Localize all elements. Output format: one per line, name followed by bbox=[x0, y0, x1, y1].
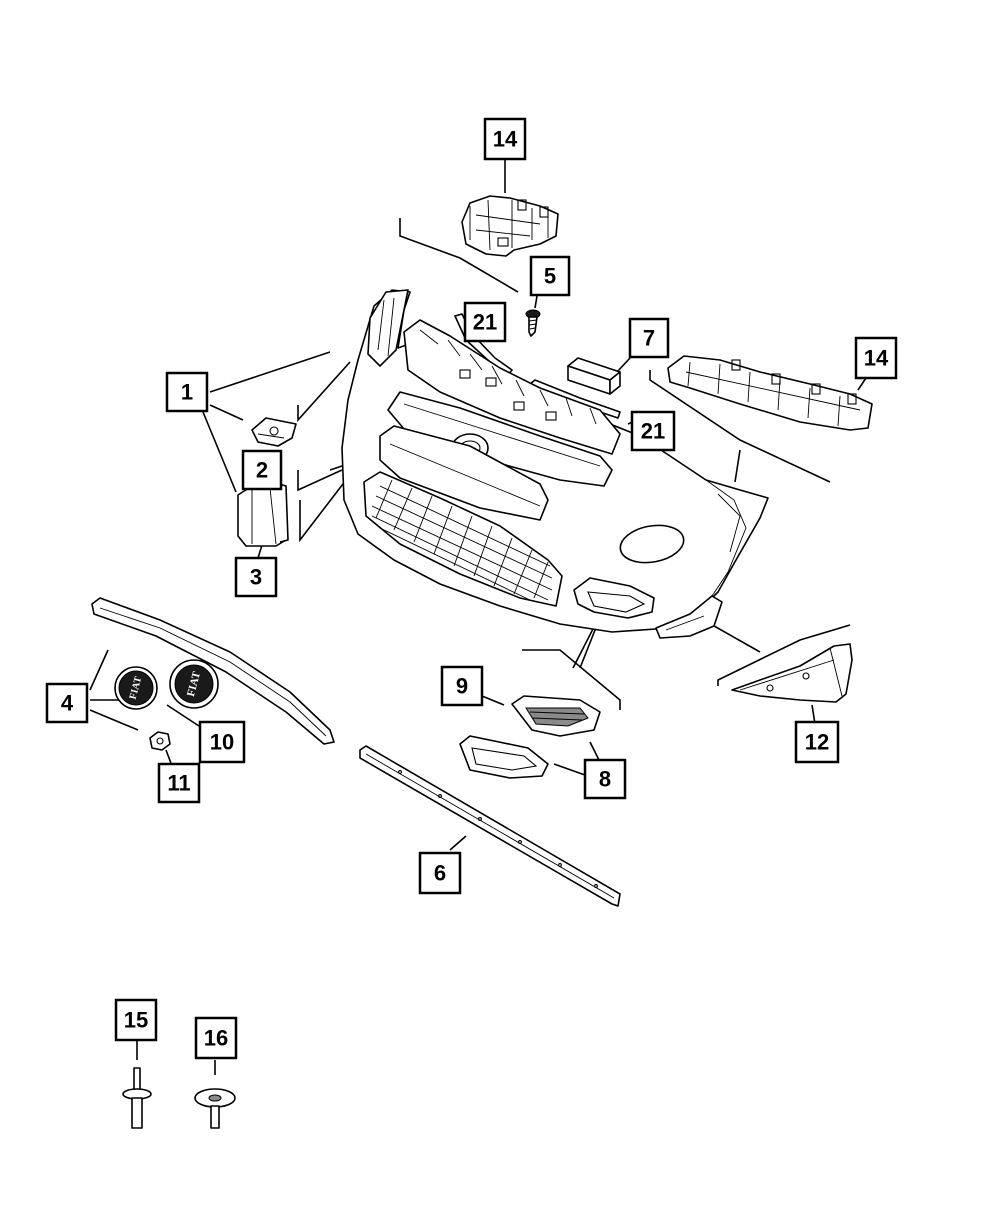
callout-6[interactable]: 6 bbox=[418, 851, 462, 895]
clip-part-1 bbox=[251, 417, 297, 447]
callout-label: 9 bbox=[456, 674, 468, 699]
grille-garnish-part-4 bbox=[91, 597, 335, 745]
callout-11[interactable]: 11 bbox=[157, 762, 201, 804]
callout-label: 14 bbox=[493, 127, 518, 152]
callout-label: 14 bbox=[864, 346, 889, 371]
callout-2[interactable]: 2 bbox=[241, 449, 283, 491]
push-pin-part-16 bbox=[194, 1088, 236, 1129]
callout-label: 21 bbox=[473, 310, 497, 335]
skid-strip-part-6 bbox=[359, 745, 621, 907]
callout-label: 11 bbox=[167, 771, 190, 796]
callout-4[interactable]: 4 bbox=[45, 682, 89, 724]
callout-label: 7 bbox=[643, 326, 655, 351]
callout-15[interactable]: 15 bbox=[114, 998, 158, 1042]
callout-5[interactable]: 5 bbox=[529, 255, 571, 297]
bracket-part-14-right bbox=[667, 355, 873, 431]
callout-label: 21 bbox=[641, 419, 665, 444]
callout-12[interactable]: 12 bbox=[794, 720, 840, 764]
rivet-part-15 bbox=[122, 1067, 152, 1129]
bracket-part-2-3 bbox=[237, 481, 289, 547]
callout-label: 16 bbox=[204, 1026, 228, 1051]
callout-label: 10 bbox=[210, 730, 234, 755]
callout-14-right[interactable]: 14 bbox=[854, 336, 898, 380]
air-dam-part-12 bbox=[731, 643, 853, 703]
callout-label: 12 bbox=[805, 730, 829, 755]
callout-16[interactable]: 16 bbox=[194, 1016, 238, 1060]
emblem-part-10: FIAT FIAT bbox=[114, 659, 219, 710]
screw-part-5 bbox=[525, 309, 541, 337]
callout-label: 3 bbox=[250, 565, 262, 590]
callout-label: 15 bbox=[124, 1008, 148, 1033]
strip-holes bbox=[398, 770, 598, 888]
bracket-part-14-upper bbox=[461, 195, 559, 257]
callout-7[interactable]: 7 bbox=[628, 317, 670, 359]
callout-label: 1 bbox=[181, 380, 193, 405]
callout-label: 8 bbox=[599, 767, 611, 792]
callout-1[interactable]: 1 bbox=[165, 371, 209, 413]
nut-part-11 bbox=[149, 731, 171, 751]
callout-21-lower[interactable]: 21 bbox=[630, 410, 676, 452]
callout-14-upper[interactable]: 14 bbox=[483, 117, 527, 161]
lower-grille-mesh bbox=[371, 479, 553, 601]
callout-9[interactable]: 9 bbox=[440, 665, 484, 707]
leader-lines bbox=[89, 160, 867, 1075]
fog-bezel-part-8 bbox=[459, 735, 549, 779]
callout-label: 6 bbox=[434, 861, 446, 886]
bumper-fascia bbox=[341, 289, 769, 639]
callout-label: 5 bbox=[544, 264, 556, 289]
callout-label: 4 bbox=[61, 691, 74, 716]
fog-bezel-part-9 bbox=[511, 695, 601, 737]
callout-8[interactable]: 8 bbox=[583, 758, 627, 800]
foam-pad-part-7 bbox=[567, 357, 621, 395]
callout-3[interactable]: 3 bbox=[234, 556, 278, 598]
callout-10[interactable]: 10 bbox=[198, 720, 246, 764]
callout-21-upper[interactable]: 21 bbox=[463, 301, 507, 343]
callout-label: 2 bbox=[256, 458, 268, 483]
